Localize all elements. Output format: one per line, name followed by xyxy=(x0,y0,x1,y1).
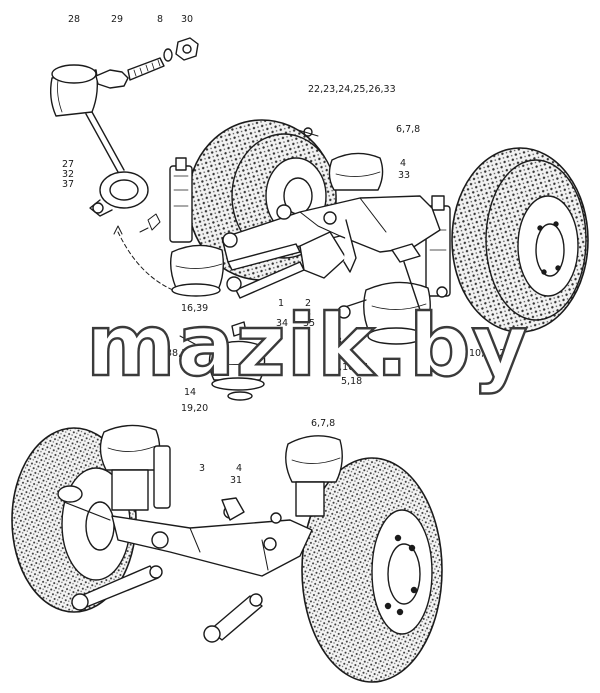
callout-28: 28 xyxy=(68,14,81,25)
upper-axle-assembly xyxy=(169,119,589,345)
callout-6-7-8-top: 6,7,8 xyxy=(396,124,421,135)
callout-10-21: 10,21,21 xyxy=(469,348,512,359)
callout-4-bottom: 4 xyxy=(236,463,243,474)
callout-19-20: 19,20 xyxy=(181,403,209,414)
callout-13: 13 xyxy=(330,336,343,347)
callout-22-33: 22,23,24,25,26,33 xyxy=(308,84,396,95)
callout-3-mid: 3 xyxy=(305,308,312,319)
callout-6-7-8-bottom: 6,7,8 xyxy=(311,418,336,429)
lower-air-spring-part xyxy=(179,321,266,401)
callout-14: 14 xyxy=(184,387,197,398)
callout-16-39: 16,39 xyxy=(181,303,209,314)
callout-3: 3 xyxy=(199,463,206,474)
callout-35: 35 xyxy=(303,318,316,329)
callout-2: 2 xyxy=(305,298,312,309)
callout-38-12: 38,12 xyxy=(166,348,194,359)
callout-29: 29 xyxy=(111,14,124,25)
callout-4-top: 4 xyxy=(400,158,407,169)
site-watermark: mazik.by xyxy=(85,296,529,396)
callout-32: 32 xyxy=(62,169,75,180)
callout-8: 8 xyxy=(157,14,164,25)
callout-27: 27 xyxy=(62,159,75,170)
callout-33: 33 xyxy=(398,170,411,181)
callout-31: 31 xyxy=(230,475,243,486)
exploded-air-spring-mount xyxy=(49,37,199,293)
callout-17-40: 17,40 xyxy=(428,364,456,375)
callout-1: 1 xyxy=(278,298,285,309)
callout-34: 34 xyxy=(276,318,289,329)
lower-axle-assembly xyxy=(11,424,443,683)
callout-37: 37 xyxy=(62,179,75,190)
callout-30: 30 xyxy=(181,14,194,25)
callout-5-18: 5,18 xyxy=(341,376,363,387)
callout-9-10-11: 9,10,11 xyxy=(333,362,370,373)
